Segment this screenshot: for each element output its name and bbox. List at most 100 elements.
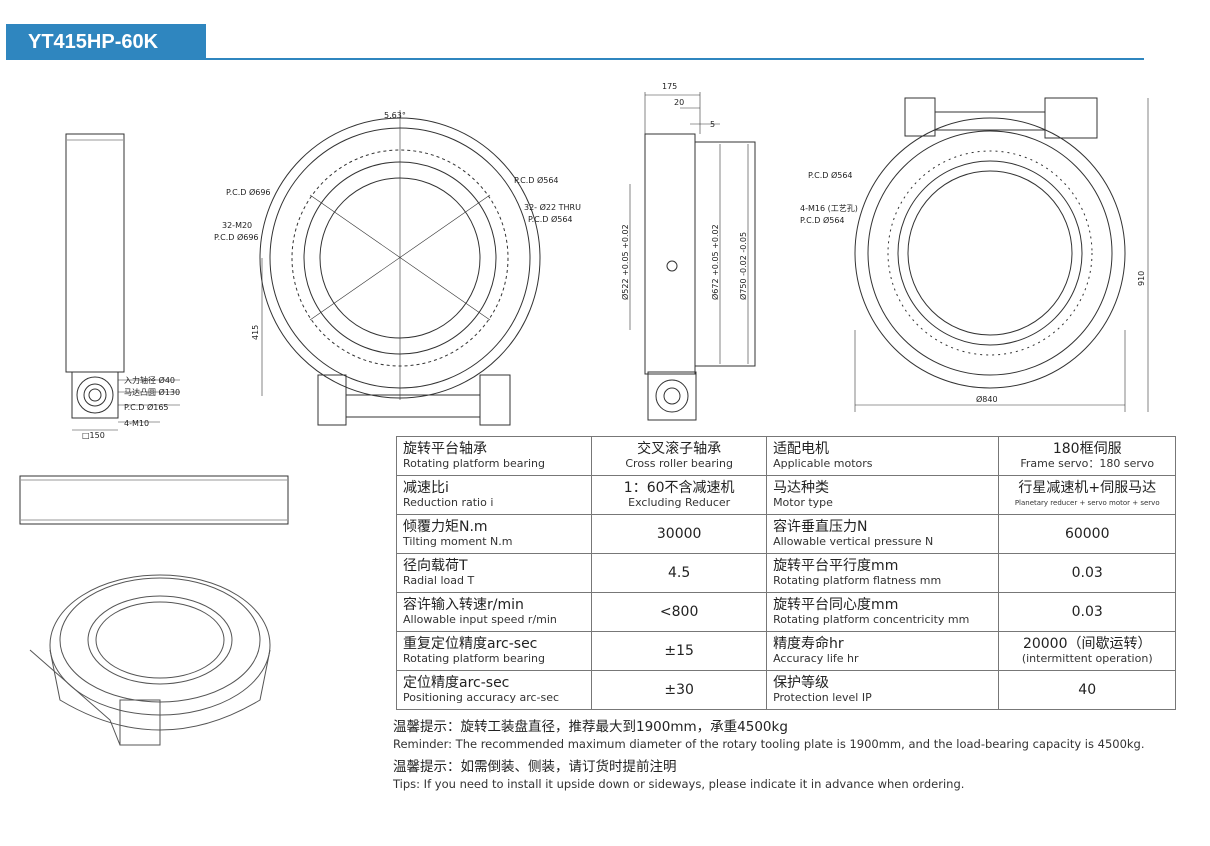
label-rear-pcd564-b: P.C.D Ø564 [800,215,845,225]
spec-label-left-en: Tilting moment N.m [403,535,513,548]
label-angle: 5.63° [384,111,406,120]
spec-value-left: 30000 [591,514,768,554]
label-415: 415 [251,325,260,340]
label-5: 5 [710,120,715,129]
spec-label-right-zh: 精度寿命hr [773,636,844,652]
label-20: 20 [674,98,684,107]
spec-value-right: 60000 [998,514,1176,554]
spec-value-left: 4.5 [591,553,768,593]
spec-value-right: 0.03 [998,553,1176,593]
label-pcd564-a: P.C.D Ø564 [514,175,559,185]
rear-view [854,97,1149,412]
label-motor-boss: 马达凸圆 Ø130 [124,387,180,397]
note-1-en: Reminder: The recommended maximum diamet… [393,737,1145,751]
note-2-en: Tips: If you need to install it upside d… [393,777,965,791]
spec-label-left-en: Rotating platform bearing [403,652,546,665]
spec-value-right: 行星减速机+伺服马达 Planetary reducer + servo moto… [998,475,1176,515]
spec-value-left-zh: 1：60不含减速机 [623,480,735,496]
spec-value-left-zh: ±15 [664,643,694,659]
spec-label-right-en: Accuracy life hr [773,652,859,665]
label-d750: Ø750 -0.02 -0.05 [738,232,748,300]
label-input-shaft: 入力轴径 Ø40 [124,375,175,385]
spec-value-right-zh: 0.03 [1071,604,1103,620]
label-square150: □150 [82,431,105,440]
title-rule [6,58,1144,60]
spec-value-right-zh: 行星减速机+伺服马达 [1018,480,1157,496]
notes: 温馨提示：旋转工装盘直径，推荐最大到1900mm，承重4500kg Remind… [393,718,1193,798]
side-view-small [65,133,180,431]
spec-value-left-zh: 4.5 [668,565,691,581]
spec-label-right-en: Rotating platform flatness mm [773,574,942,587]
spec-label-right-zh: 保护等级 [773,675,830,691]
spec-value-right-zh: 0.03 [1071,565,1103,581]
spec-value-right: 20000（间歇运转）(intermittent operation) [998,631,1176,671]
label-thru: 32- Ø22 THRU [524,202,581,212]
label-910: 910 [1137,271,1146,286]
label-d840: Ø840 [976,394,998,404]
label-pcd696-b: P.C.D Ø696 [214,232,259,242]
spec-label-left-en: Reduction ratio i [403,496,494,509]
model-title: YT415HP-60K [6,24,206,60]
spec-label-left-zh: 旋转平台轴承 [403,441,487,457]
spec-label-right-zh: 容许垂直压力N [773,519,868,535]
spec-value-left-en: Cross roller bearing [625,457,733,470]
spec-value-right-en: Planetary reducer + servo motor + servo [1014,499,1160,507]
spec-value-right-zh: 20000（间歇运转） [1022,636,1152,652]
front-view [259,110,541,426]
spec-value-left-zh: 30000 [656,526,702,542]
spec-value-right: 0.03 [998,592,1176,632]
spec-value-right-zh: 60000 [1064,526,1110,542]
spec-label-right-en: Rotating platform concentricity mm [773,613,970,626]
spec-label-right-en: Protection level IP [773,691,872,704]
spec-value-left-en: Excluding Reducer [628,496,731,509]
isometric-view [29,574,271,746]
spec-label-left-en: Radial load T [403,574,475,587]
spec-label-left-zh: 定位精度arc-sec [403,675,510,691]
label-32m20: 32-M20 [222,221,252,230]
section-view [629,92,756,421]
side-view-flat [19,475,289,525]
spec-value-left: ±30 [591,670,768,710]
spec-label-left-zh: 容许输入转速r/min [403,597,524,613]
label-d672: Ø672 +0.05 +0.02 [710,224,720,300]
spec-value-left: <800 [591,592,768,632]
label-rear-pcd564: P.C.D Ø564 [808,170,853,180]
label-175: 175 [662,82,677,91]
label-pcd564-b: P.C.D Ø564 [528,214,573,224]
spec-label-left-zh: 倾覆力矩N.m [403,519,488,535]
spec-value-left-zh: 交叉滚子轴承 [637,441,722,457]
note-2-zh: 温馨提示：如需倒装、侧装，请订货时提前注明 [393,759,677,775]
label-rear-m16: 4-M16 (工艺孔) [800,204,858,213]
spec-value-left-zh: <800 [659,604,699,620]
spec-value-left: ±15 [591,631,768,671]
label-pcd696-a: P.C.D Ø696 [226,187,271,197]
spec-label-right-zh: 马达种类 [773,480,830,496]
spec-value-right-zh: 40 [1078,682,1097,698]
spec-value-right-en: (intermittent operation) [1021,652,1153,665]
spec-label-left-zh: 重复定位精度arc-sec [403,636,538,652]
label-4m10: 4-M10 [124,419,149,428]
note-1-zh: 温馨提示：旋转工装盘直径，推荐最大到1900mm，承重4500kg [393,719,788,735]
